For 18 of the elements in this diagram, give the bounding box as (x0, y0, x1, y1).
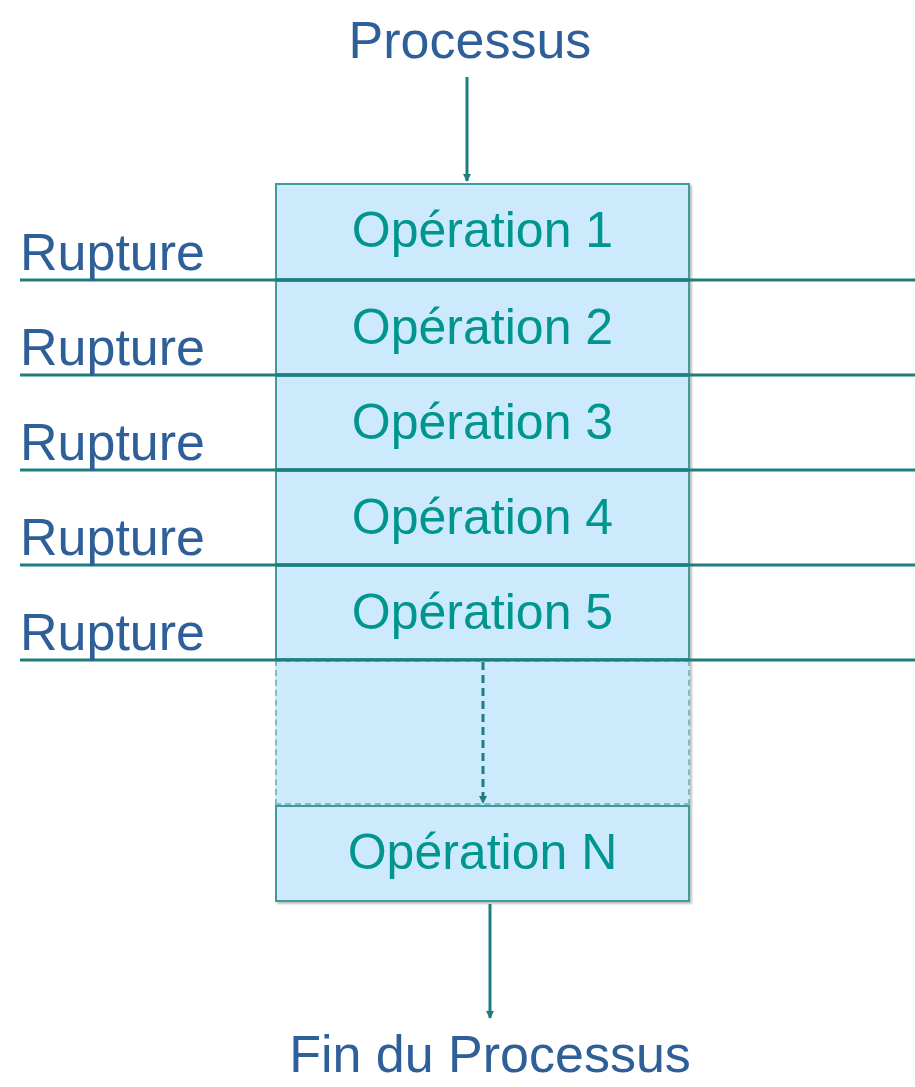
text: Opération 1 (351, 205, 614, 255)
text: Opération N (347, 827, 618, 877)
text: Opération 2 (351, 302, 614, 352)
operation-box (275, 375, 690, 470)
text: Opération 4 (351, 492, 614, 542)
arrow (486, 904, 494, 1019)
operation-box (275, 565, 690, 660)
text: Opération 5 (351, 587, 614, 637)
empty-box (275, 660, 690, 805)
text: Fin du Processus (289, 1027, 691, 1080)
operation-box (275, 280, 690, 375)
operation-box (275, 183, 690, 280)
text: Opération 3 (351, 397, 614, 447)
arrow (479, 662, 487, 804)
arrow (463, 77, 471, 182)
operation-box (275, 805, 690, 902)
text: Processus (348, 14, 592, 66)
operation-box (275, 470, 690, 565)
